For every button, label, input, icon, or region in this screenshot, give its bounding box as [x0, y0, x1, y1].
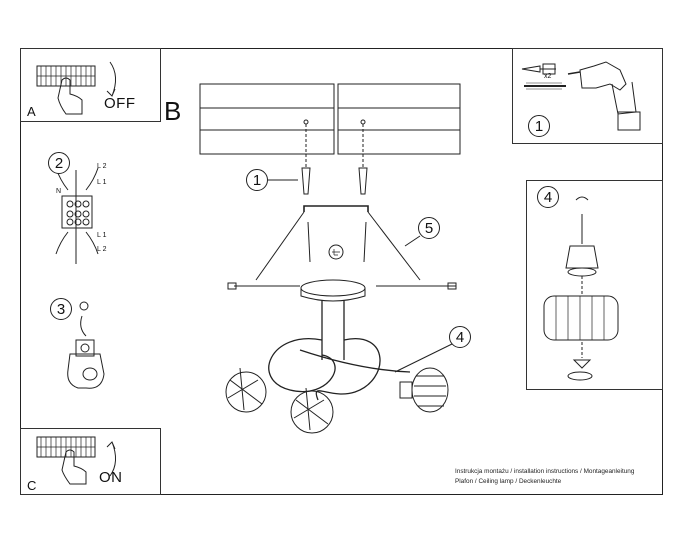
ceiling-anchors — [301, 167, 368, 195]
mounting-bracket — [255, 205, 421, 281]
cage-shade-center — [290, 387, 334, 434]
callout-1-main: 1 — [246, 169, 268, 191]
cage-shade-left — [225, 367, 267, 413]
off-label: OFF — [104, 95, 136, 112]
callout-2: 2 — [48, 152, 70, 174]
wire-label-n: N — [56, 188, 62, 195]
lamp-canopy — [300, 279, 366, 302]
lamp-arms — [268, 300, 411, 401]
caption-line-2: Plafon / Ceiling lamp / Deckenleuchte — [455, 478, 562, 485]
fuse-box-icon-off — [36, 65, 96, 87]
step-letter-a: A — [27, 104, 36, 119]
arrow-down-icon — [106, 61, 116, 97]
panel-a-switch-off — [20, 48, 161, 122]
wire-label-l2-top: L 2 — [97, 163, 107, 170]
wire-label-l1-top: L 1 — [97, 179, 107, 186]
on-label: ON — [99, 469, 123, 486]
instructions-caption: Instrukcja montażu / installation instru… — [455, 467, 634, 487]
caption-line-1: Instrukcja montażu / installation instru… — [455, 468, 635, 475]
drill-icon — [567, 61, 641, 131]
anchor-quantity-label: x2 — [544, 73, 552, 80]
cage-shade-right — [399, 367, 449, 413]
hand-icon-a — [57, 77, 83, 115]
terminal-block-icon — [55, 167, 99, 264]
step-letter-b: B — [164, 96, 182, 126]
wire-label-l1-bottom: L 1 — [97, 232, 107, 239]
drill-holes — [303, 119, 366, 168]
arrow-up-icon — [106, 441, 116, 477]
fuse-box-icon-on — [36, 436, 96, 458]
callout-5: 5 — [418, 217, 440, 239]
callout-4-panel: 4 — [537, 186, 559, 208]
ceiling-panels — [199, 83, 461, 155]
callout-4-main: 4 — [449, 326, 471, 348]
panel-c-switch-on — [20, 428, 161, 495]
panel-4-shade-assembly — [526, 180, 663, 390]
lamp-holder-and-shade — [543, 196, 619, 381]
callout-3: 3 — [50, 298, 72, 320]
callout-1-panel: 1 — [528, 115, 550, 137]
side-screws — [227, 282, 457, 290]
wall-plug-and-screw-icon — [521, 63, 566, 90]
hand-icon-c — [61, 449, 87, 485]
wire-label-l2-bottom: L 2 — [97, 246, 107, 253]
step-letter-c: C — [27, 478, 37, 493]
ground-terminal-icon — [67, 301, 105, 389]
